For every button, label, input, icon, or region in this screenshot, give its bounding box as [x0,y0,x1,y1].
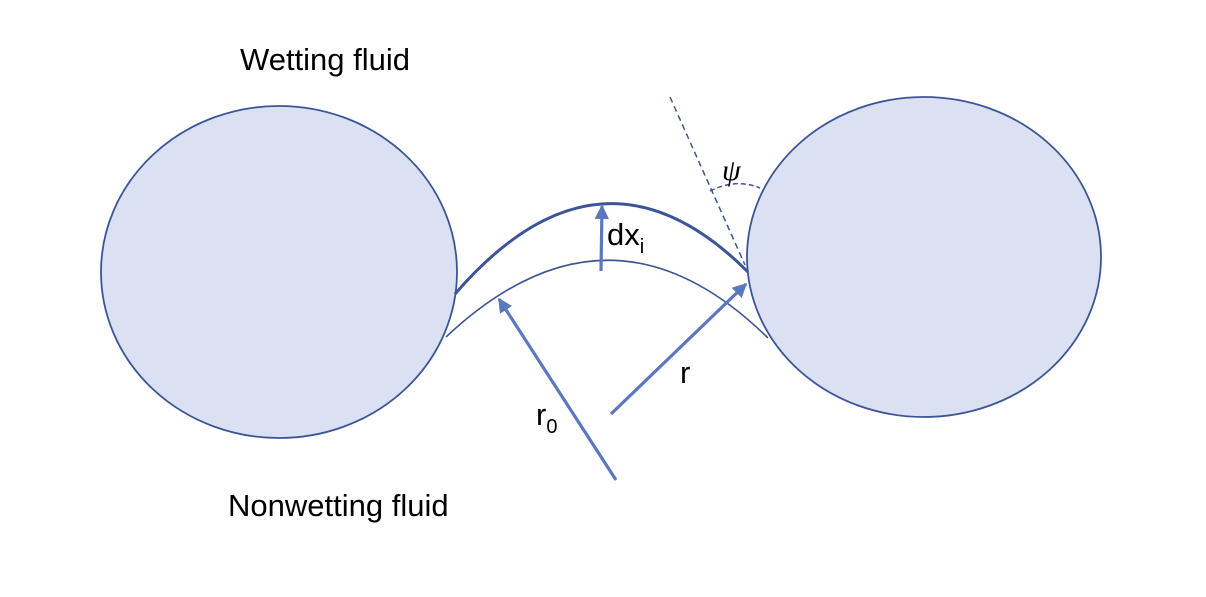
r0-label: r0 [536,397,557,438]
dx-label-subscript: i [640,236,644,258]
r0-label-main: r [536,397,546,432]
displaced-meniscus [453,202,750,295]
r-arrow [609,282,748,416]
dx-label-main: dx [607,217,640,252]
r0-label-subscript: 0 [546,416,557,438]
psi-label: ψ [722,154,742,187]
wetting-fluid-label: Wetting fluid [240,42,410,77]
r-label: r [680,355,690,390]
left-grain [100,105,458,439]
dx-label: dxi [607,217,644,258]
r0-arrow [497,297,618,481]
nonwetting-fluid-label: Nonwetting fluid [228,488,449,523]
contact-angle-arc [709,182,761,192]
initial-meniscus [445,259,769,339]
tangent-dashed-line [669,96,746,266]
right-grain [746,96,1102,418]
dx-arrow [594,204,609,272]
